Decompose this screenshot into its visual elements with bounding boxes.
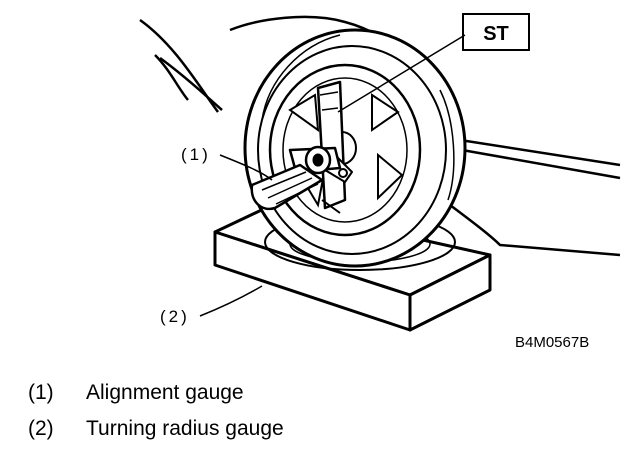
legend-marker: (2) xyxy=(28,417,54,440)
item1-leader-line xyxy=(219,154,273,181)
legend-text: Turning radius gauge xyxy=(86,417,284,440)
st-callout-label: ST xyxy=(483,23,509,45)
legend-text: Alignment gauge xyxy=(86,381,244,404)
figure-code: B4M0567B xyxy=(515,334,589,351)
legend-item-turning-radius-gauge: (2) Turning radius gauge xyxy=(28,417,284,441)
alignment-gauge xyxy=(250,80,353,214)
st-callout-box xyxy=(462,13,530,51)
item2-callout-label: (2) xyxy=(160,307,190,326)
item1-callout-label: (1) xyxy=(181,145,211,164)
st-leader-line xyxy=(337,34,466,113)
item2-leader-line xyxy=(199,285,263,317)
legend-marker: (1) xyxy=(28,381,54,404)
legend-item-alignment-gauge: (1) Alignment gauge xyxy=(28,381,244,405)
